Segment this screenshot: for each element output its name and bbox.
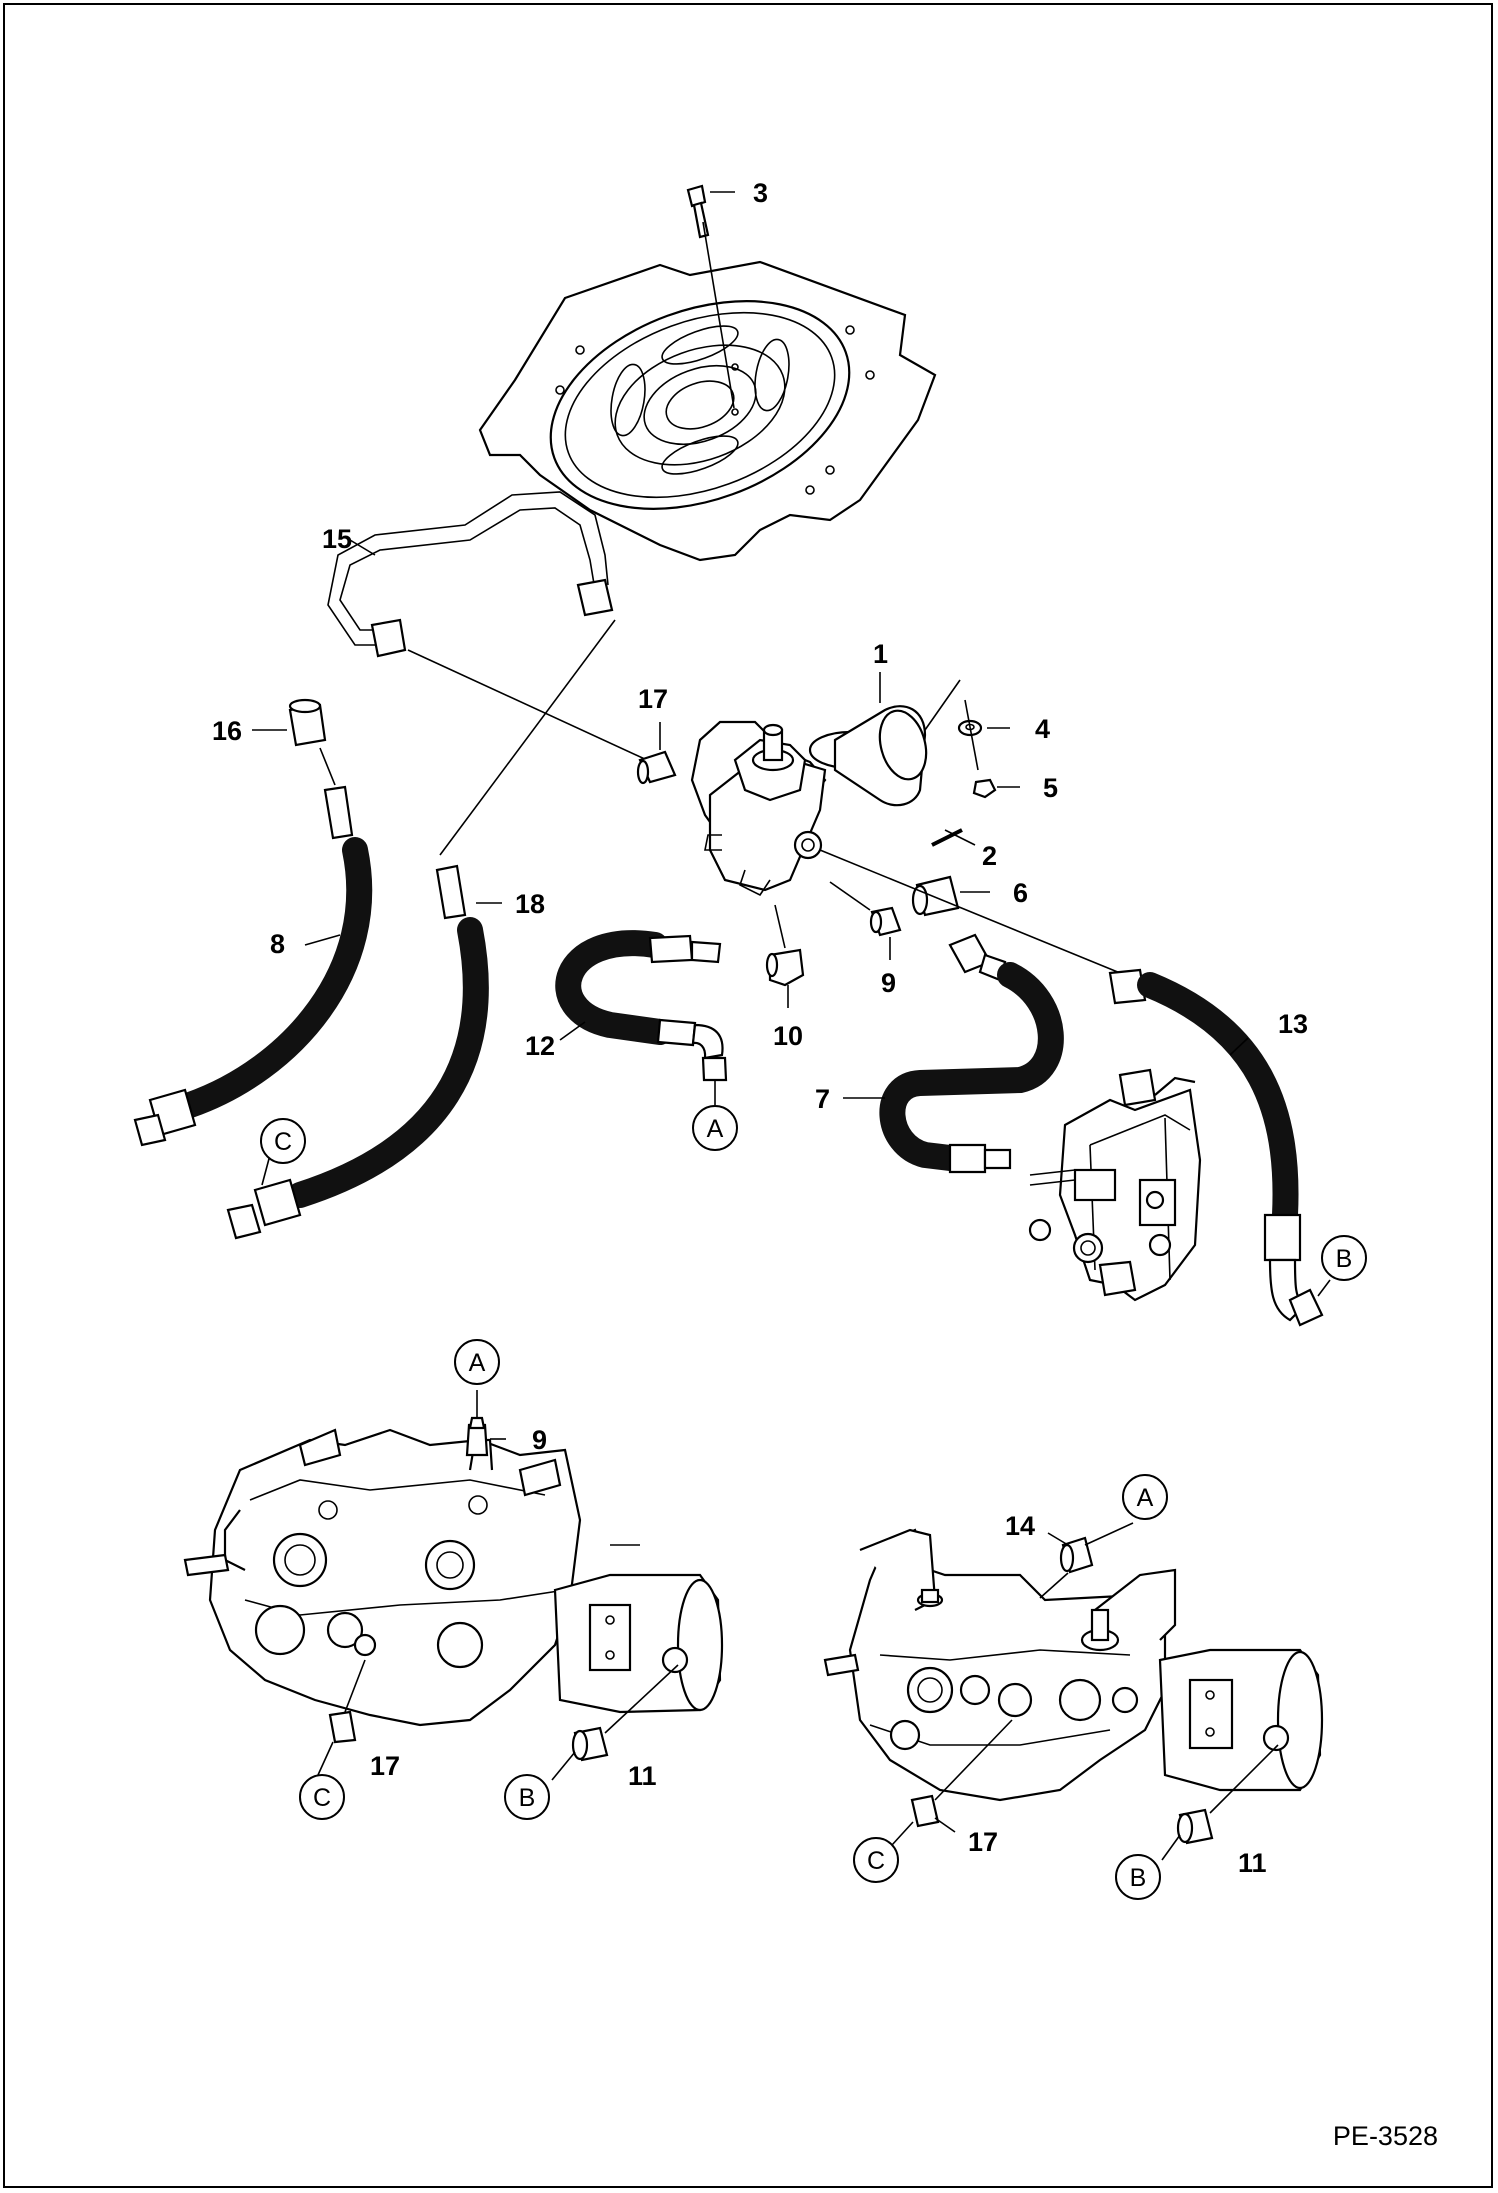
- label-part-9-bottom: 9: [532, 1425, 547, 1455]
- nut-5: [972, 778, 997, 799]
- valve-block: [1028, 1068, 1202, 1302]
- label-part-5: 5: [1043, 773, 1058, 803]
- svg-text:A: A: [1137, 1484, 1154, 1512]
- label-part-4: 4: [1035, 714, 1050, 744]
- hose-8: [133, 698, 373, 1147]
- label-part-11-right: 11: [1238, 1848, 1267, 1878]
- leader-lines: [252, 191, 1331, 1546]
- label-part-13: 13: [1278, 1009, 1308, 1039]
- label-part-10: 10: [773, 1021, 803, 1051]
- bolt-3: [686, 184, 735, 409]
- hose-18: [226, 864, 489, 1240]
- connector-b-right-pump: B: [1115, 1854, 1161, 1900]
- hose-12: [555, 930, 728, 1082]
- connector-callouts: A B C A C B A C: [260, 1105, 1367, 1900]
- label-part-12: 12: [525, 1031, 555, 1061]
- label-part-2: 2: [982, 841, 997, 871]
- diagram-frame: [3, 3, 1493, 2188]
- label-part-1: 1: [873, 639, 888, 669]
- svg-text:A: A: [707, 1115, 724, 1143]
- connector-a-hose-12: A: [692, 1105, 738, 1151]
- label-part-7: 7: [815, 1084, 830, 1114]
- svg-text:B: B: [1336, 1245, 1353, 1273]
- hose-13: [1108, 968, 1324, 1327]
- label-part-6: 6: [1013, 878, 1028, 908]
- label-part-16: 16: [212, 716, 242, 746]
- label-part-9-top: 9: [881, 968, 896, 998]
- label-part-14: 14: [1005, 1511, 1035, 1541]
- connector-b-left-pump: B: [504, 1774, 550, 1820]
- svg-text:C: C: [313, 1784, 331, 1812]
- svg-text:A: A: [469, 1349, 486, 1377]
- label-part-8: 8: [270, 929, 285, 959]
- connector-c-right-pump: C: [853, 1837, 899, 1883]
- label-part-17-right: 17: [968, 1827, 998, 1857]
- fitting-9-top: [829, 881, 902, 937]
- label-part-17-left: 17: [370, 1751, 400, 1781]
- fitting-6: [911, 875, 960, 917]
- svg-text:B: B: [1130, 1864, 1147, 1892]
- connector-a-left-pump: A: [454, 1339, 500, 1385]
- connector-a-right-pump: A: [1122, 1474, 1168, 1520]
- label-part-15: 15: [322, 524, 352, 554]
- label-part-17-top: 17: [638, 684, 668, 714]
- hose-7: [879, 933, 1064, 1174]
- tube-15: [327, 491, 661, 856]
- mounting-plate: [478, 260, 937, 562]
- connector-b-hose-13: B: [1321, 1235, 1367, 1281]
- figure-code: PE-3528: [1333, 2121, 1438, 2151]
- label-part-11-left: 11: [628, 1761, 657, 1791]
- label-part-3: 3: [753, 178, 768, 208]
- steering-motor-1: [690, 705, 928, 897]
- label-part-18: 18: [515, 889, 545, 919]
- pump-assembly-left: [183, 1390, 724, 1781]
- pump-assembly-right: [823, 1522, 1324, 1861]
- elbow-fitting-10: [765, 904, 805, 987]
- connector-c-left-pump: C: [299, 1774, 345, 1820]
- svg-text:C: C: [274, 1128, 292, 1156]
- pin-2: [931, 828, 963, 847]
- svg-text:B: B: [519, 1784, 536, 1812]
- fitting-17-top: [636, 722, 677, 785]
- part-labels: 3 1 4 5 2 6 15 16 17 18 8 9 10 12 13 7 9…: [212, 178, 1308, 1878]
- connector-c-hose-18: C: [260, 1118, 306, 1164]
- svg-text:C: C: [867, 1847, 885, 1875]
